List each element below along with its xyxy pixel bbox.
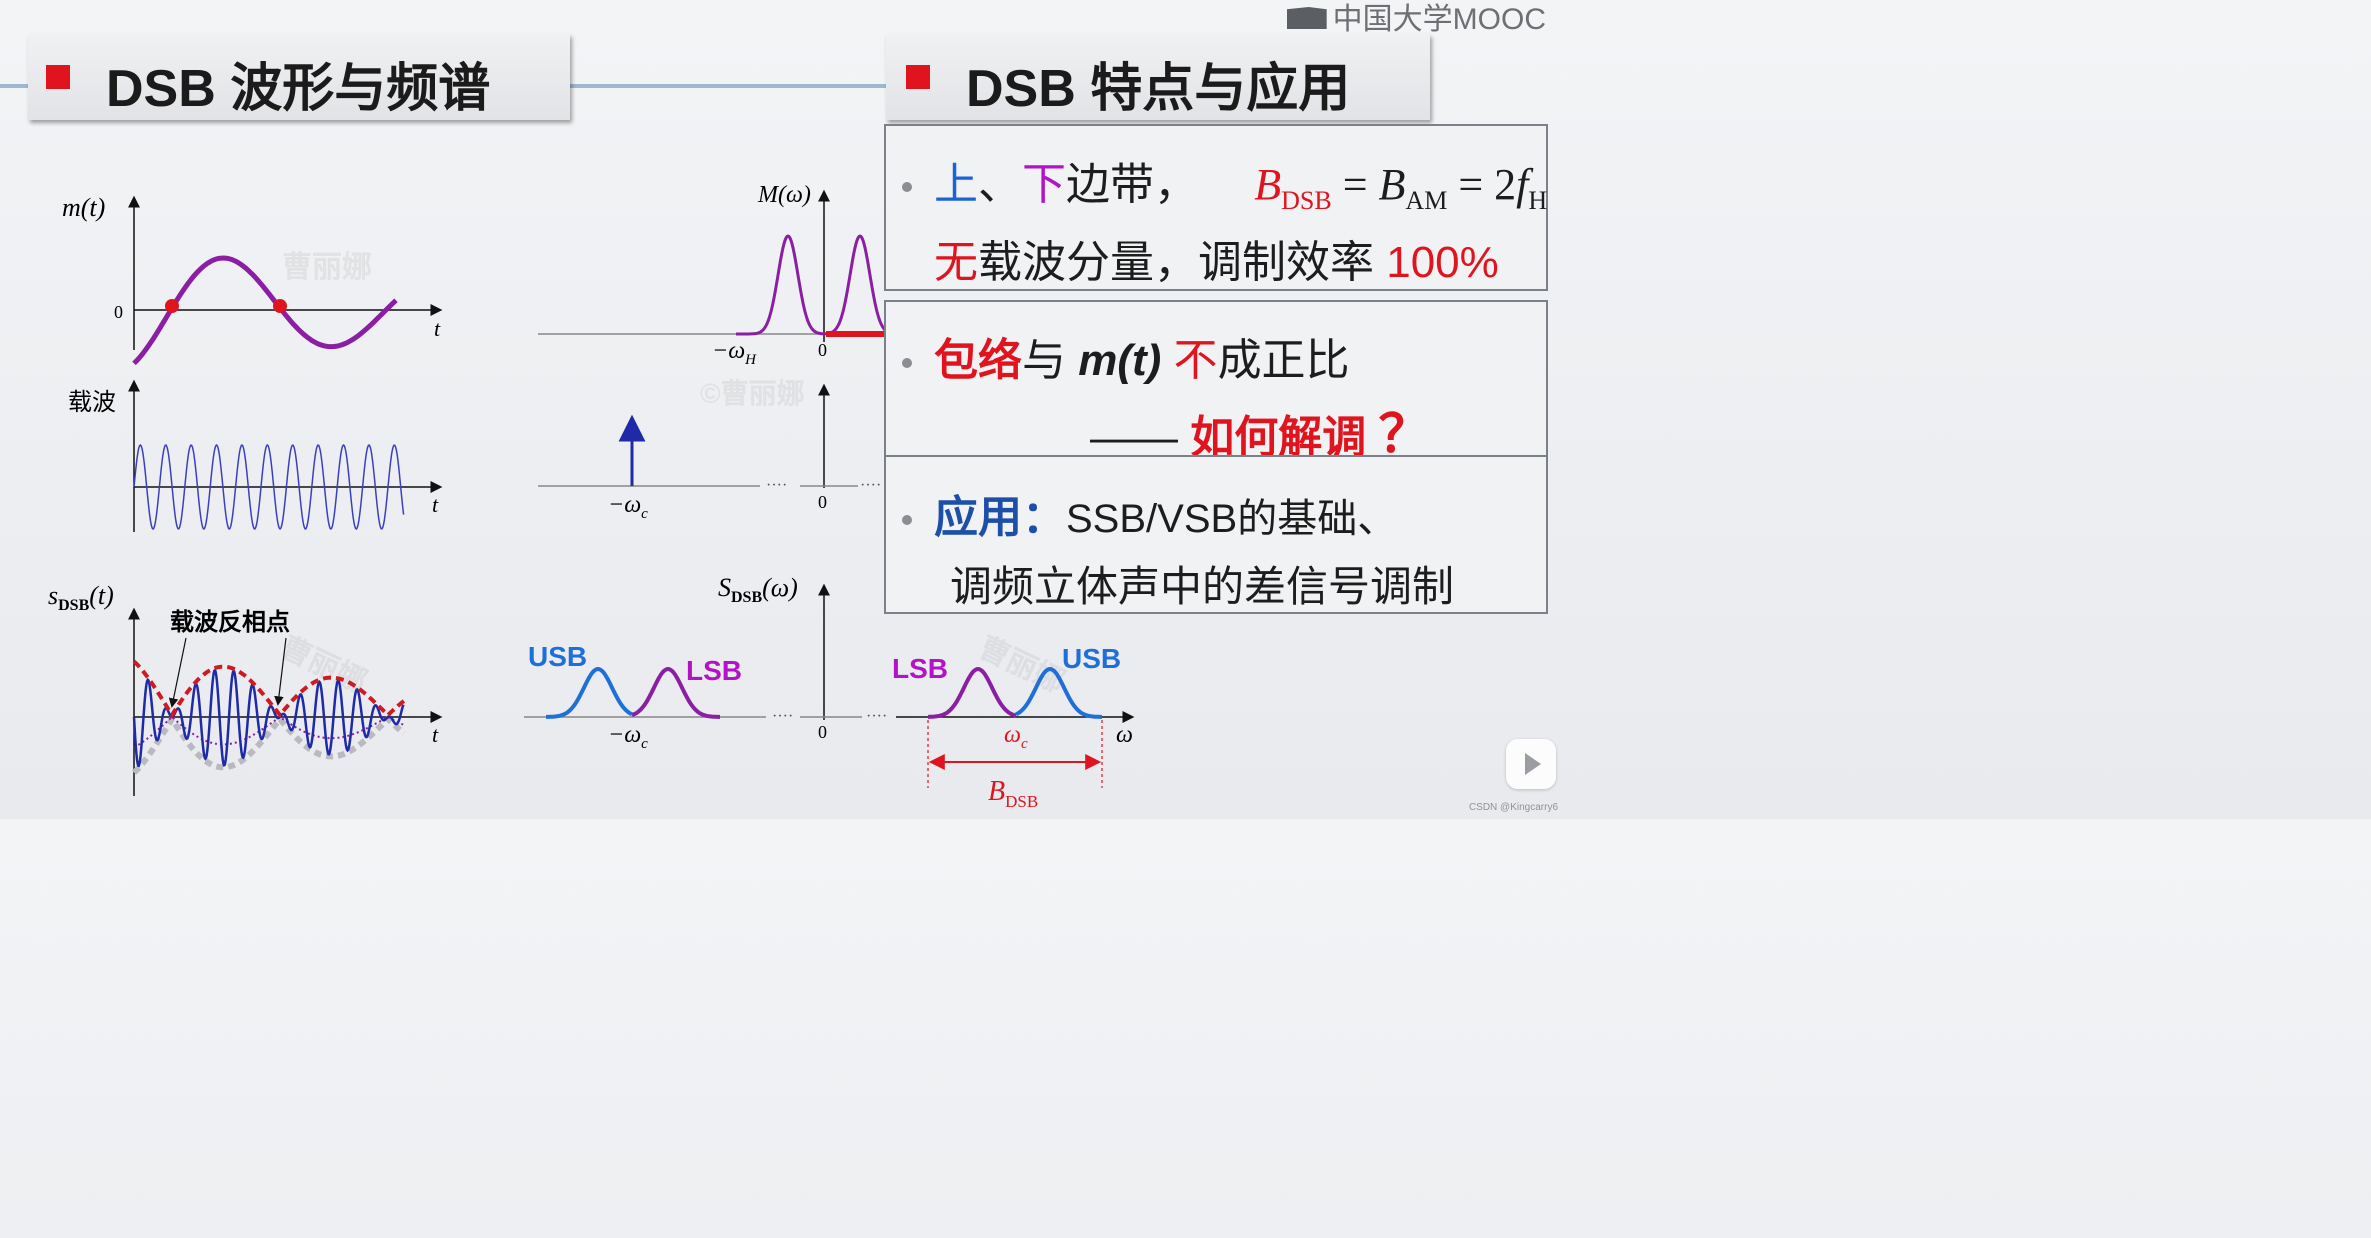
S-dots-right: ···· bbox=[866, 708, 887, 725]
spectra-figure: M(ω) −ωH 0 ···· ···· −ωc 0 ···· ···· SDS… bbox=[524, 182, 1135, 811]
C-dots-right: ···· bbox=[860, 477, 881, 494]
lsb-left-band bbox=[631, 666, 720, 719]
sdsb-t-label: t bbox=[432, 722, 439, 747]
lower-text: 下 bbox=[1022, 160, 1066, 209]
waveforms-figure: m(t) 0 t 载波 t sDSB(t) t 载波反相点 bbox=[48, 193, 443, 796]
envelope-text: 包络 bbox=[934, 336, 1022, 385]
application-text-1: SSB/VSB的基础、 bbox=[1066, 497, 1398, 541]
C-dots: ···· bbox=[766, 477, 787, 494]
message-spectrum-curve bbox=[736, 234, 889, 336]
bandwidth-formula: BDSB = BAM = 2fH bbox=[1254, 160, 1548, 215]
application-box: 应用：SSB/VSB的基础、 调频立体声中的差信号调制 bbox=[884, 455, 1548, 614]
bullet-square-icon bbox=[906, 65, 930, 89]
carrier-label: 载波 bbox=[68, 389, 116, 416]
zero-crossing-point bbox=[165, 299, 179, 313]
message-signal-curve bbox=[132, 255, 398, 366]
sdsb-label: sDSB(t) bbox=[48, 581, 114, 614]
application-label: 应用： bbox=[934, 493, 1066, 542]
lsb-left-label: LSB bbox=[686, 655, 742, 686]
dsb-signal-curve bbox=[132, 668, 405, 768]
bullet-dot-icon bbox=[902, 358, 912, 369]
S-dots-left: ···· bbox=[772, 708, 793, 725]
application-line-2: 调频立体声中的差信号调制 bbox=[950, 553, 1454, 614]
carrier-wave-curve bbox=[133, 443, 405, 531]
not-text: 不 bbox=[1161, 336, 1218, 385]
carrier-reversal-label: 载波反相点 bbox=[170, 609, 290, 636]
sideband-line: 上、下边带， BDSB = BAM = 2fH bbox=[902, 148, 1547, 216]
mt-text: m(t) bbox=[1078, 336, 1162, 385]
characteristics-box: 上、下边带， BDSB = BAM = 2fH 无载波分量，调制效率 100% bbox=[884, 124, 1548, 291]
question-mark: ？ bbox=[1378, 406, 1431, 464]
positive-envelope bbox=[132, 659, 406, 719]
envelope-box: 包络与 m(t) 不成正比 —— 如何解调 ？ bbox=[884, 300, 1548, 464]
negative-envelope bbox=[131, 713, 406, 775]
carrier-t-label: t bbox=[432, 492, 439, 517]
no-text: 无 bbox=[934, 238, 978, 287]
neg-omega-H-label: −ωH bbox=[712, 338, 757, 368]
S-zero-label: 0 bbox=[818, 722, 827, 742]
M-zero-label: 0 bbox=[818, 340, 827, 360]
envelope-line: 包络与 m(t) 不成正比 bbox=[902, 324, 1350, 388]
left-section-title: DSB 波形与频谱 bbox=[106, 60, 491, 118]
dash-text: —— bbox=[1090, 413, 1178, 462]
separator-text: 、 bbox=[978, 160, 1022, 209]
lsb-right-band bbox=[928, 666, 1017, 719]
reversal-arrow bbox=[168, 637, 187, 708]
header-rule-middle bbox=[570, 84, 888, 88]
C-zero-label: 0 bbox=[818, 492, 827, 512]
S-label: SDSB(ω) bbox=[718, 573, 798, 606]
right-section-header: DSB 特点与应用 bbox=[886, 34, 1430, 120]
how-demodulate-text: 如何解调 bbox=[1190, 413, 1367, 462]
bullet-dot-icon bbox=[902, 515, 912, 526]
left-section-header: DSB 波形与频谱 bbox=[28, 34, 570, 120]
application-line: 应用：SSB/VSB的基础、 bbox=[902, 481, 1397, 545]
mt-t-label: t bbox=[434, 316, 441, 341]
usb-left-label: USB bbox=[528, 641, 587, 672]
lsb-right-label: LSB bbox=[892, 653, 948, 684]
omega-c-label: ωc bbox=[1004, 722, 1028, 752]
carrier-efficiency-line: 无载波分量，调制效率 100% bbox=[934, 226, 1499, 290]
reversal-arrow bbox=[274, 637, 287, 706]
sideband-text: 边带， bbox=[1066, 160, 1198, 209]
carrier-efficiency-text: 载波分量，调制效率 bbox=[978, 238, 1387, 287]
bullet-dot-icon bbox=[902, 182, 912, 193]
and-text: 与 bbox=[1022, 336, 1079, 385]
mooc-logo: 中国大学MOOC bbox=[1286, 0, 1546, 38]
watermark: ©曹丽娜 bbox=[700, 378, 805, 409]
usb-left-band bbox=[546, 666, 633, 719]
neg-omega-c-label: −ωc bbox=[608, 492, 648, 522]
omega-axis-label: ω bbox=[1116, 722, 1133, 748]
bullet-square-icon bbox=[46, 65, 70, 89]
bandwidth-label: BDSB bbox=[988, 776, 1038, 811]
mt-zero-label: 0 bbox=[114, 302, 123, 322]
play-button-icon[interactable] bbox=[1506, 739, 1556, 789]
right-section-title: DSB 特点与应用 bbox=[966, 60, 1351, 118]
proportional-text: 成正比 bbox=[1217, 336, 1350, 385]
zero-crossing-point bbox=[273, 299, 287, 313]
application-text-2: 调频立体声中的差信号调制 bbox=[950, 563, 1455, 610]
demodulation-question-line: —— 如何解调 ？ bbox=[1090, 392, 1430, 467]
upper-text: 上 bbox=[934, 160, 978, 209]
header-rule-left bbox=[0, 84, 30, 88]
usb-right-band bbox=[1015, 666, 1102, 719]
mooc-logo-icon bbox=[1286, 7, 1327, 29]
mt-label: m(t) bbox=[62, 193, 105, 222]
credit-text: CSDN @Kingcarry6 bbox=[1468, 802, 1558, 813]
watermark: 曹丽娜 bbox=[282, 251, 372, 284]
efficiency-value: 100% bbox=[1386, 238, 1499, 287]
S-neg-omega-c-label: −ωc bbox=[608, 722, 648, 752]
usb-right-label: USB bbox=[1062, 643, 1121, 674]
mooc-logo-text: 中国大学MOOC bbox=[1332, 3, 1546, 36]
M-label: M(ω) bbox=[757, 182, 811, 208]
